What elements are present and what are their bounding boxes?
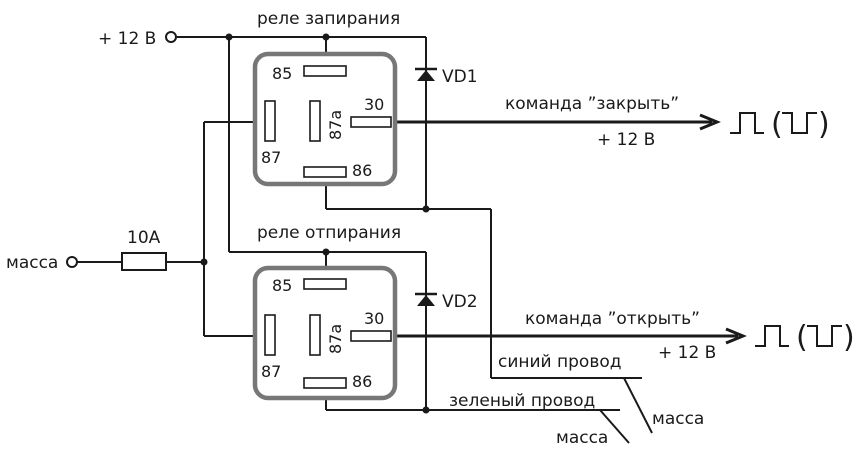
open-plus12-label: + 12 В xyxy=(658,343,716,363)
negative-pulse-icon xyxy=(807,325,842,347)
junction-dots xyxy=(200,33,430,414)
close-arrowhead xyxy=(699,113,721,131)
green-wire-label: зеленый провод xyxy=(449,391,595,411)
positive-pulse-icon xyxy=(755,325,789,347)
relay2-label-87a: 87а xyxy=(326,324,345,354)
open-bracket-close: ) xyxy=(843,320,855,355)
relay1-pin30 xyxy=(350,116,392,128)
open-bracket-open: ( xyxy=(796,320,808,355)
relay2-pin30 xyxy=(350,330,392,342)
relay1-label-85: 85 xyxy=(272,64,292,83)
relay1-label-87: 87 xyxy=(261,148,281,167)
close-bracket-close: ) xyxy=(818,107,830,142)
relay2-label-30: 30 xyxy=(364,309,384,328)
blue-wire-label: синий провод xyxy=(498,352,622,372)
negative-pulse-icon xyxy=(782,112,817,134)
relay2-pin87a xyxy=(309,314,321,356)
fuse-label: 10А xyxy=(127,228,161,248)
relay-lock-title: реле запирания xyxy=(257,9,400,29)
relay1-body xyxy=(252,51,398,187)
junction-dot xyxy=(200,258,208,266)
relay1-pin87 xyxy=(264,100,276,142)
junction-dot xyxy=(422,406,430,414)
close-pulse-symbol: ( ) xyxy=(730,107,830,142)
ground-terminal xyxy=(66,256,78,268)
close-plus12-label: + 12 В xyxy=(597,130,655,150)
positive-pulse-icon xyxy=(730,112,764,134)
vd2-triangle xyxy=(417,295,435,306)
relay1-pin85 xyxy=(303,65,347,77)
vd1-triangle xyxy=(417,70,435,81)
relay2-pin87 xyxy=(264,314,276,356)
close-bracket-open: ( xyxy=(771,107,783,142)
blue-wire-switch xyxy=(623,377,653,434)
close-command-label: команда ”закрыть” xyxy=(505,94,679,114)
relay2-pin85 xyxy=(303,278,347,290)
relay1-label-30: 30 xyxy=(364,95,384,114)
open-pulse-symbol: ( ) xyxy=(755,320,855,355)
junction-dot xyxy=(322,248,330,256)
relay1-label-87a: 87а xyxy=(326,110,345,140)
relay-lock: 85 30 87 86 87а xyxy=(252,51,398,187)
fuse-symbol xyxy=(121,252,167,271)
relay1-pin87a xyxy=(309,100,321,142)
plus12-top-label: + 12 В xyxy=(98,29,156,49)
ground-right-label: масса xyxy=(652,409,704,429)
junction-dot xyxy=(225,33,233,41)
relay2-label-85: 85 xyxy=(272,276,292,295)
relay-unlock-title: реле отпирания xyxy=(257,223,401,243)
open-arrowhead xyxy=(725,327,747,345)
green-wire-switch xyxy=(599,409,630,444)
relay2-body xyxy=(252,265,398,401)
vd2-diode xyxy=(415,292,437,306)
relay1-label-86: 86 xyxy=(352,161,372,180)
junction-dot xyxy=(322,33,330,41)
ground-left-label: масса xyxy=(6,253,58,273)
relay2-pin86 xyxy=(303,377,347,389)
relay1-pin86 xyxy=(303,166,347,178)
vd1-diode xyxy=(415,67,437,81)
vd1-label: VD1 xyxy=(442,67,478,87)
labels: + 12 В реле запирания реле отпирания VD1… xyxy=(6,9,716,448)
junction-dot xyxy=(422,205,430,213)
vd2-label: VD2 xyxy=(442,292,478,312)
plus12-terminal xyxy=(165,31,177,43)
ground-bottom-label: масса xyxy=(556,428,608,448)
open-command-label: команда ”открыть” xyxy=(525,309,700,329)
relay-unlock: 85 30 87 86 87а xyxy=(252,265,398,401)
relay2-label-86: 86 xyxy=(352,372,372,391)
relay2-label-87: 87 xyxy=(261,362,281,381)
